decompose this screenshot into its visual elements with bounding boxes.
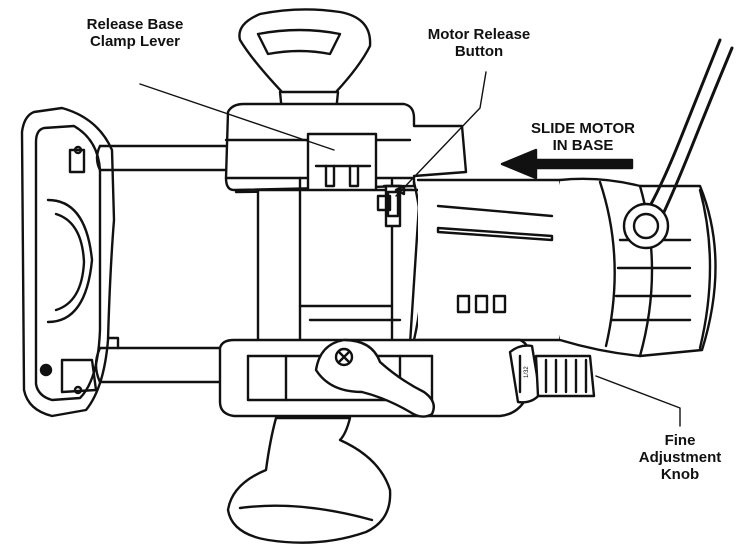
- label-line: Motor Release: [427, 26, 531, 43]
- leader-lines: [139, 71, 681, 427]
- label-line: Release Base: [86, 16, 184, 33]
- label-line: Adjustment: [638, 449, 722, 466]
- guide-rods: [94, 144, 234, 384]
- router-base-plate: [20, 106, 116, 418]
- label-motor-release-button: Motor Release Button: [404, 26, 554, 60]
- fine-adjustment-knob: [508, 344, 596, 404]
- top-handle: [238, 8, 372, 114]
- label-line: IN BASE: [552, 137, 614, 154]
- label-fine-adjustment-knob: Fine Adjustment Knob: [628, 432, 732, 483]
- depth-scale-mark: 1/32: [524, 366, 530, 378]
- leader-fine-adjustment: [595, 375, 681, 427]
- depth-lever: [314, 338, 435, 418]
- label-release-base-clamp-lever: Release Base Clamp Lever: [60, 16, 210, 50]
- label-line: Clamp Lever: [89, 33, 181, 50]
- lower-handle: [226, 416, 392, 544]
- label-line: Fine: [664, 432, 696, 449]
- label-line: SLIDE MOTOR: [531, 120, 635, 137]
- label-line: Button: [454, 43, 504, 60]
- leader-motor-release: [395, 71, 487, 197]
- slide-direction-arrow: [500, 148, 634, 180]
- label-slide-motor-in-base: SLIDE MOTOR IN BASE: [508, 120, 658, 154]
- power-cord: [622, 38, 734, 250]
- leader-clamp-lever: [139, 83, 335, 151]
- label-line: Knob: [660, 466, 700, 483]
- motor-body: [256, 176, 717, 358]
